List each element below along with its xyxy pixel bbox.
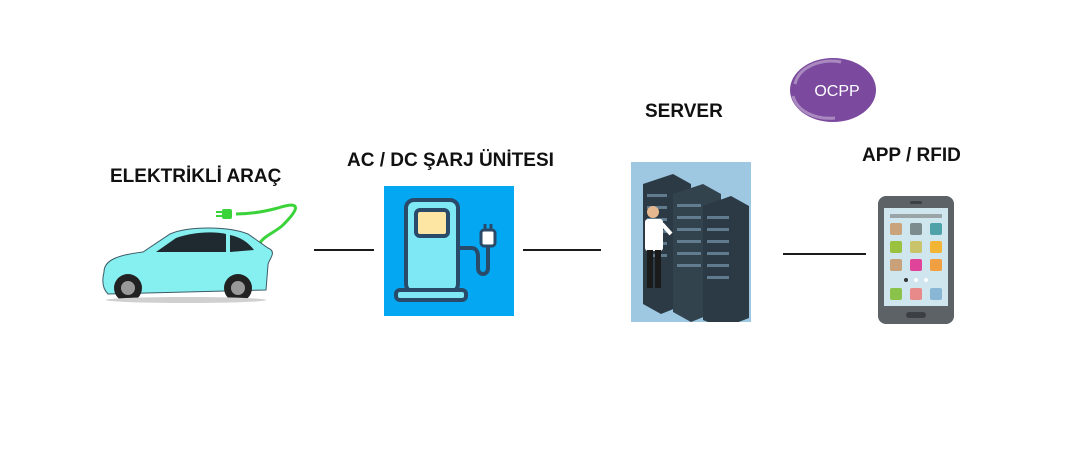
connector-charger-server <box>523 249 601 251</box>
ocpp-logo: OCPP <box>785 56 877 124</box>
server-label: SERVER <box>645 101 723 122</box>
app-label: APP / RFID <box>862 145 961 166</box>
server-rack-icon <box>631 162 751 322</box>
charging-station-icon <box>384 186 514 316</box>
connector-server-app <box>783 253 866 255</box>
electric-car-icon <box>98 200 303 305</box>
charger-label: AC / DC ŞARJ ÜNİTESI <box>347 150 554 171</box>
smartphone-icon <box>878 196 954 324</box>
connector-car-charger <box>314 249 374 251</box>
car-label: ELEKTRİKLİ ARAÇ <box>110 166 282 187</box>
ocpp-text: OCPP <box>814 83 859 100</box>
